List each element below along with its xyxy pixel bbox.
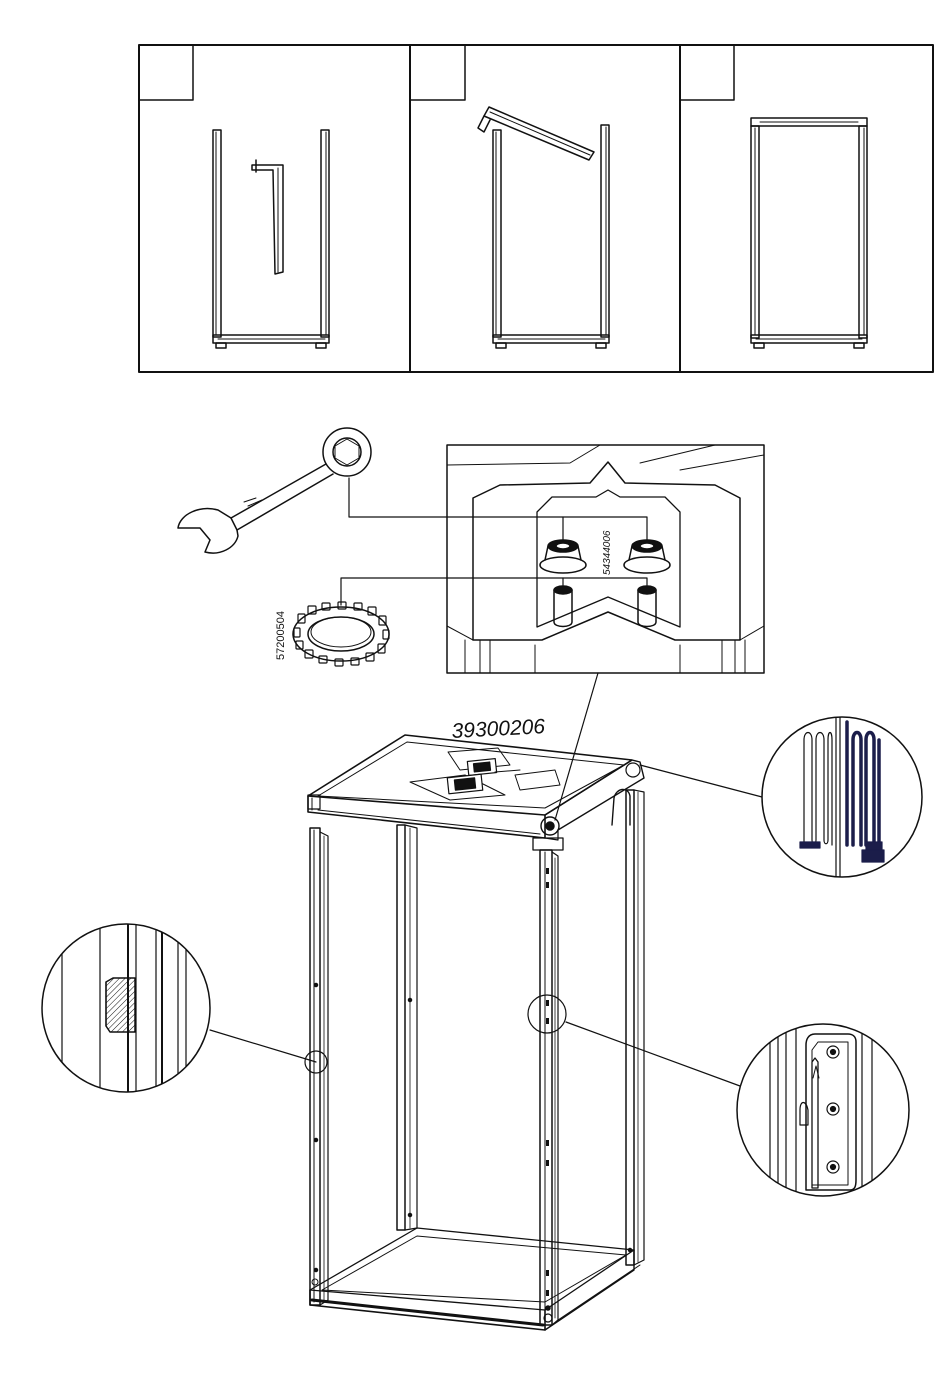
- step-number-box-1: [139, 45, 193, 100]
- leader-lines: [210, 478, 762, 1086]
- upright-rear-left: [397, 825, 417, 1230]
- upright-front-right: [528, 850, 566, 1325]
- enclosure-frame-drawing: 39300206: [305, 715, 644, 1330]
- rail-profile-detail: [762, 715, 922, 880]
- step-2-frame-drawing: [478, 107, 609, 348]
- bottom-frame: [310, 1228, 640, 1330]
- step-panels: [139, 45, 933, 372]
- flange-nut-icon: [624, 540, 670, 573]
- threaded-bolt-icon: [638, 586, 656, 627]
- flange-nut-icon: [540, 540, 586, 573]
- hinge-detail: [737, 1020, 909, 1200]
- step-3-frame-drawing: [751, 118, 867, 348]
- upright-front-left: [305, 828, 328, 1305]
- step-number-box-3: [680, 45, 734, 100]
- step-1-frame-drawing: [213, 130, 329, 348]
- side-rail-detail: [42, 920, 210, 1100]
- tilted-top-panel: [478, 107, 594, 160]
- washer-part-number: 57200504: [275, 611, 287, 660]
- threaded-bolt-icon: [554, 586, 572, 627]
- nut-part-number: 54344006: [602, 530, 613, 575]
- wrench-icon: [178, 428, 371, 553]
- step-number-box-2: [410, 45, 465, 100]
- top-panel-part-number: 39300206: [451, 715, 546, 743]
- step-panels-frame: [139, 45, 933, 372]
- upright-rear-right: [626, 790, 644, 1265]
- lock-washer-icon: [293, 602, 389, 666]
- allen-key-icon: [252, 160, 283, 274]
- top-panel: [308, 735, 644, 840]
- top-corner-detail: 54344006: [447, 445, 764, 673]
